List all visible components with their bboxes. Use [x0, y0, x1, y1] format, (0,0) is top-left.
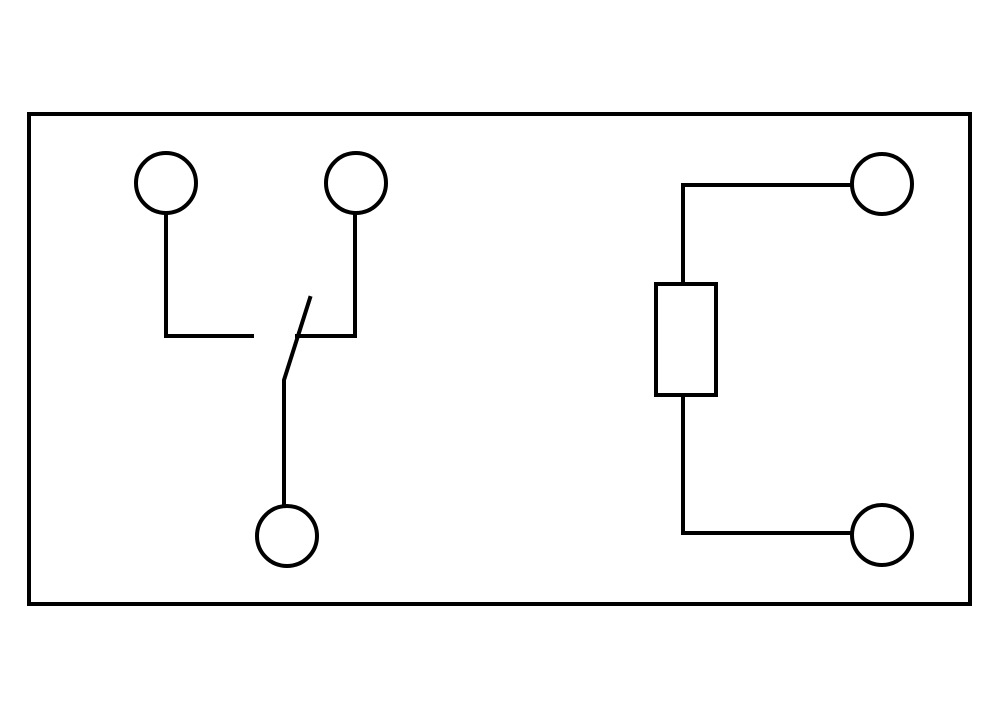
switch-right-terminal-wire [295, 211, 357, 338]
coil-top-terminal [850, 152, 914, 216]
coil-bottom-terminal [850, 503, 914, 567]
coil-resistor-body [654, 282, 718, 397]
relay-package-outline [27, 112, 972, 606]
relay-coil [654, 152, 914, 567]
switch-left-terminal-wire [164, 211, 254, 338]
switch-common-terminal [255, 504, 319, 568]
coil-bottom-wire [681, 394, 854, 535]
coil-top-wire [681, 183, 854, 285]
switch-left-terminal [134, 151, 198, 215]
changeover-switch [134, 151, 388, 568]
switch-right-terminal [324, 151, 388, 215]
switch-contact-arm [282, 295, 313, 508]
